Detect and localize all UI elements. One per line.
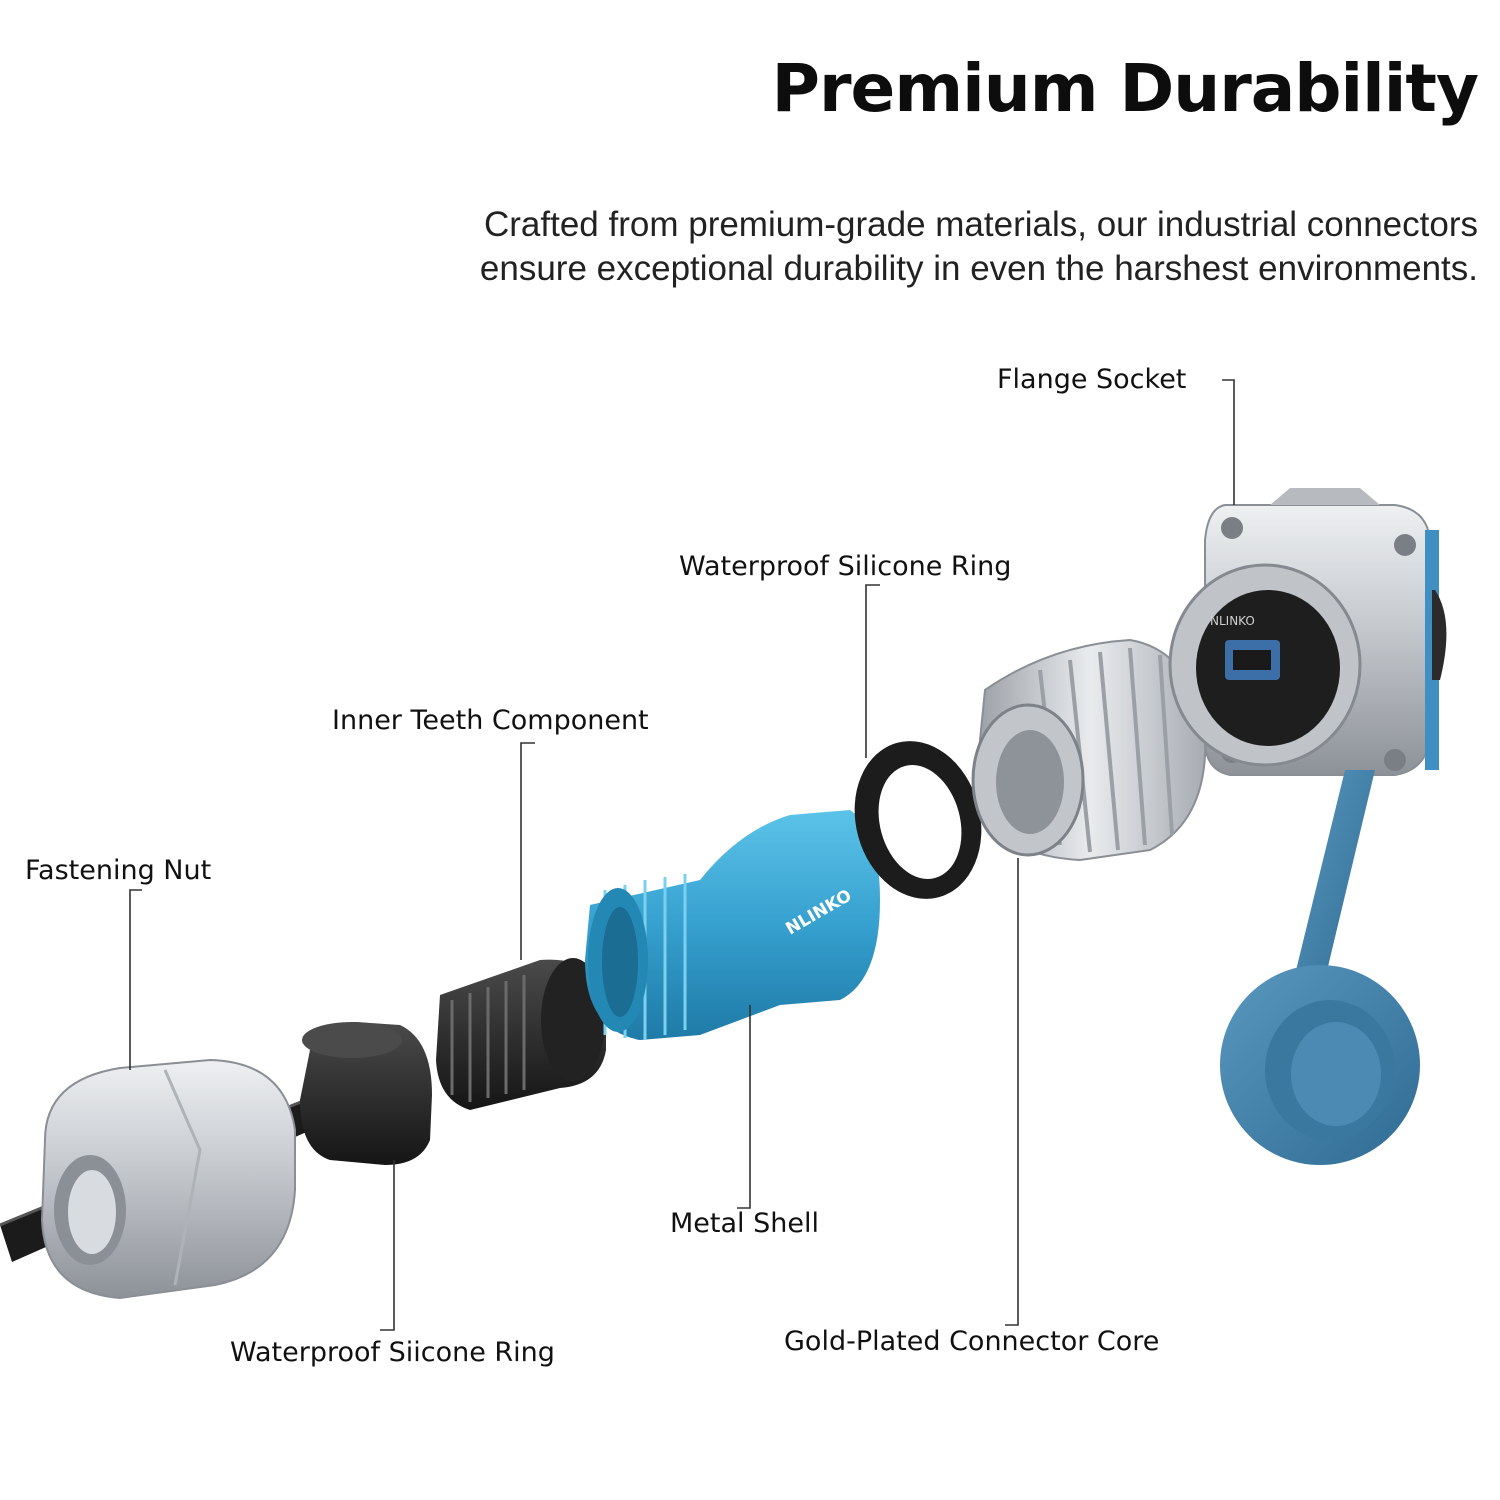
label-flange-socket: Flange Socket (997, 364, 1187, 395)
leader-silicone-ring-top (865, 584, 880, 758)
inner-teeth-part (436, 958, 606, 1110)
leader-silicone-ring-bottom (380, 1160, 395, 1331)
socket-logo: NLINKO (1210, 614, 1255, 628)
label-fastening-nut: Fastening Nut (25, 855, 212, 886)
flange-socket-part: NLINKO (1168, 488, 1447, 1165)
connector-core-part (971, 638, 1207, 862)
subtitle-line-1: Crafted from premium-grade materials, ou… (484, 205, 1478, 244)
leader-flange-socket (1222, 379, 1235, 505)
fastening-nut-part (40, 1058, 296, 1300)
leader-metal-shell (737, 1005, 751, 1209)
subtitle-line-2: ensure exceptional durability in even th… (479, 249, 1478, 288)
page-subtitle: Crafted from premium-grade materials, ou… (378, 203, 1478, 291)
dust-cap (1220, 965, 1420, 1165)
leader-lines (129, 379, 1235, 1331)
page-title: Premium Durability (771, 50, 1479, 127)
metal-shell-part: NLINKO (585, 810, 880, 1040)
front-silicone-ring-part (854, 741, 982, 899)
label-waterproof-silicone-ring-top: Waterproof Silicone Ring (679, 551, 1012, 582)
label-gold-plated-connector-core: Gold-Plated Connector Core (784, 1326, 1160, 1357)
dust-cap-strap (1290, 770, 1375, 1000)
rear-silicone-ring-part (300, 1022, 432, 1165)
leader-inner-teeth (520, 742, 535, 960)
label-inner-teeth-component: Inner Teeth Component (332, 705, 649, 736)
label-waterproof-silicone-ring-bottom: Waterproof Siicone Ring (230, 1337, 555, 1368)
leader-connector-core (1005, 858, 1019, 1326)
leader-fastening-nut (129, 889, 142, 1070)
label-metal-shell: Metal Shell (670, 1208, 819, 1239)
